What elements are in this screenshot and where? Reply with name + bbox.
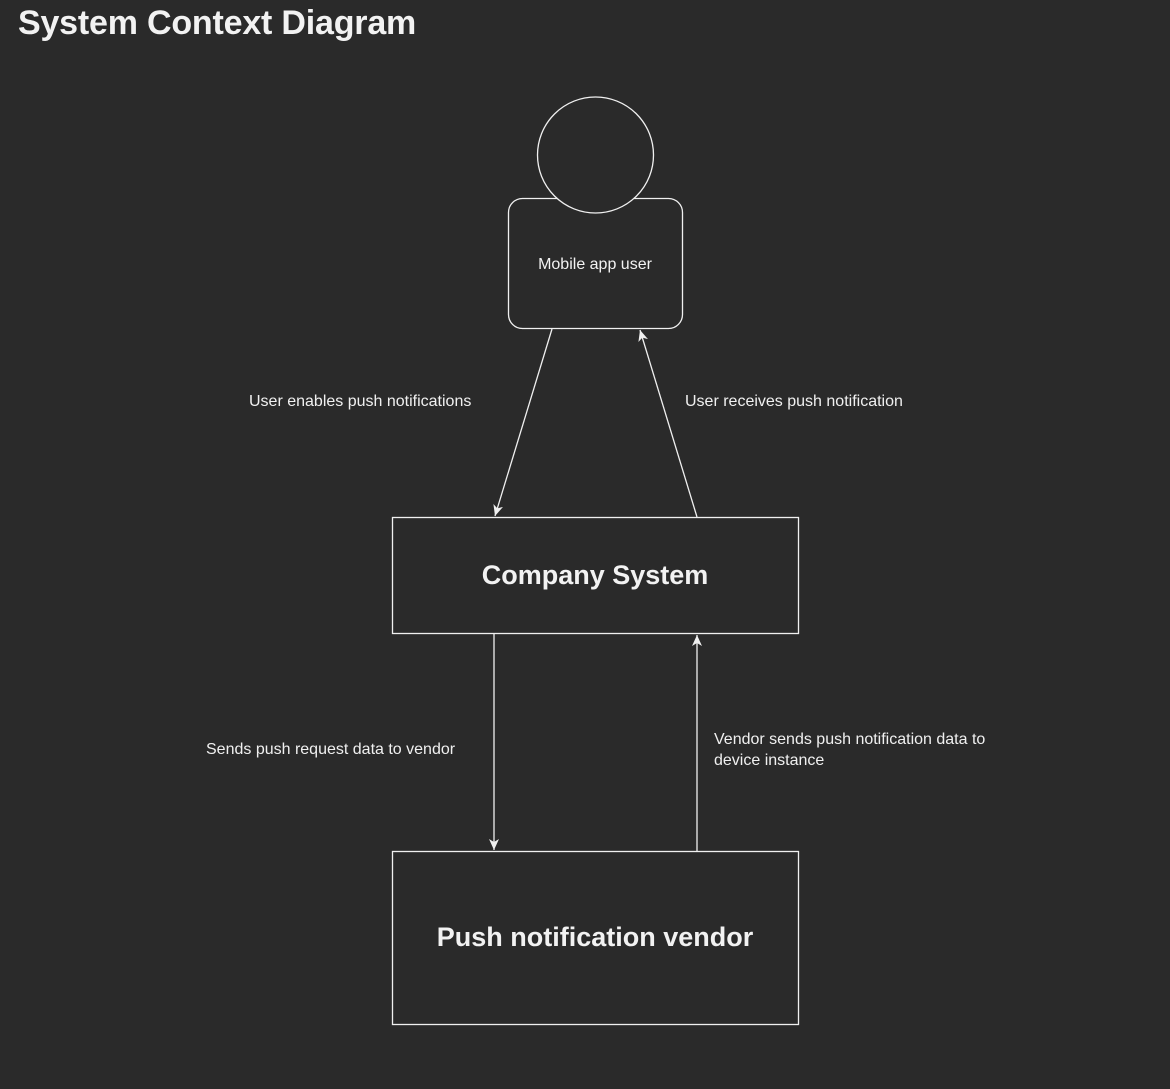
company-system-label: Company System <box>482 560 709 590</box>
edge-company-to-user <box>638 329 698 518</box>
node-company-system[interactable]: Company System <box>391 516 800 635</box>
actor-label: Mobile app user <box>538 256 653 273</box>
edge-label-vendor-sends-data-line2: device instance <box>714 752 825 769</box>
company-system-box <box>391 516 800 635</box>
edge-label-user-enables-push: User enables push notifications <box>249 393 472 410</box>
vendor-box <box>391 850 800 1026</box>
edge-label-sends-push-request: Sends push request data to vendor <box>206 741 456 758</box>
node-push-notification-vendor[interactable]: Push notification vendor <box>391 850 800 1026</box>
edge-label-vendor-sends-data-line1: Vendor sends push notification data to <box>714 731 986 748</box>
vendor-label: Push notification vendor <box>437 922 754 952</box>
page-title: System Context Diagram <box>18 4 417 42</box>
edge-label-user-receives-push: User receives push notification <box>685 393 903 410</box>
actor-mobile-app-user[interactable]: Mobile app user <box>507 96 684 330</box>
actor-head <box>536 96 655 214</box>
edge-label-vendor-sends-data: Vendor sends push notification data to d… <box>714 729 985 771</box>
edge-user-to-company <box>493 328 553 517</box>
